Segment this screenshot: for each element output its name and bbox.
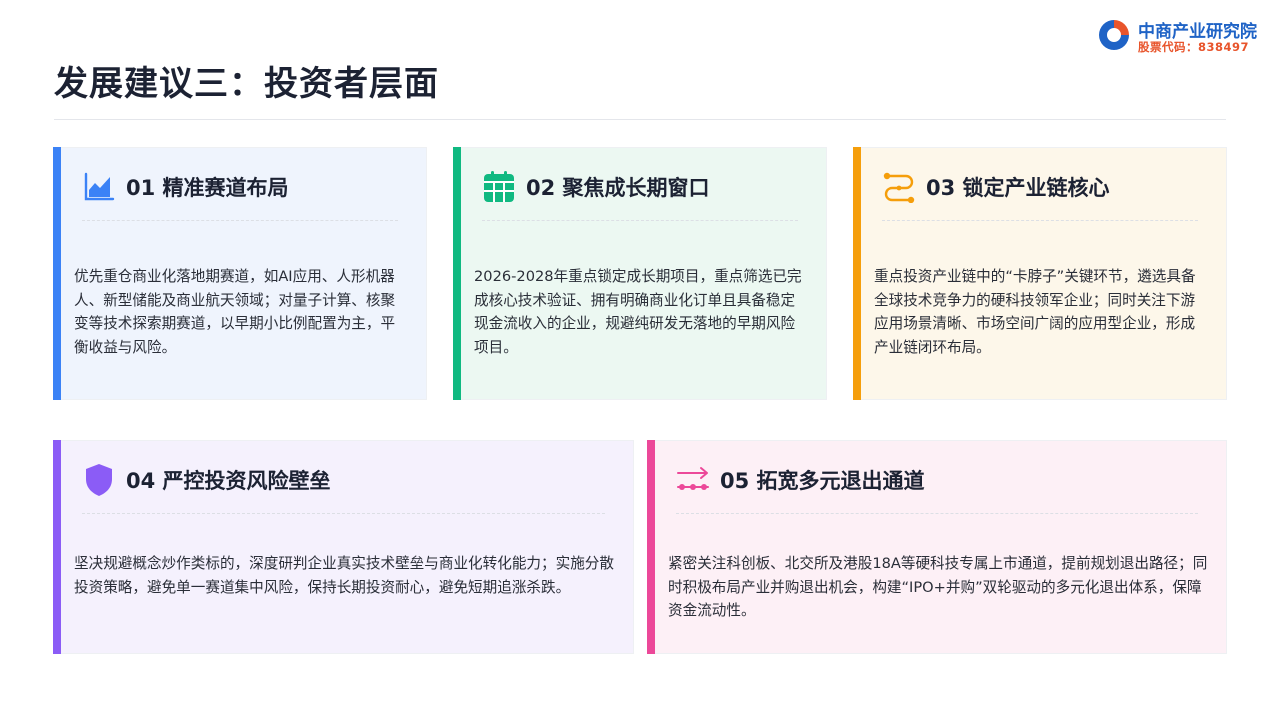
exit-arrows-icon <box>676 463 710 497</box>
suggestion-card-03: 03 锁定产业链核心 重点投资产业链中的“卡脖子”关键环节，遴选具备全球技术竞争… <box>853 147 1227 400</box>
card-body-text: 重点投资产业链中的“卡脖子”关键环节，遴选具备全球技术竞争力的硬科技领军企业；同… <box>874 268 1196 356</box>
card-header: 01 精准赛道布局 <box>82 168 289 206</box>
card-accent-bar <box>853 147 861 400</box>
card-divider <box>882 220 1198 221</box>
card-title: 02 聚焦成长期窗口 <box>526 176 710 200</box>
card-body-text: 2026-2028年重点锁定成长期项目，重点筛选已完成核心技术验证、拥有明确商业… <box>474 268 802 356</box>
card-header: 03 锁定产业链核心 <box>882 168 1110 206</box>
card-title: 03 锁定产业链核心 <box>926 176 1110 200</box>
calendar-icon <box>482 170 516 204</box>
company-logo: 中商产业研究院 股票代码：838497 <box>1096 15 1276 57</box>
logo-name: 中商产业研究院 <box>1138 22 1257 42</box>
suggestion-card-04: 04 严控投资风险壁垒 坚决规避概念炒作类标的，深度研判企业真实技术壁垒与商业化… <box>53 440 634 654</box>
route-icon <box>882 170 916 204</box>
card-divider <box>482 220 798 221</box>
card-title: 01 精准赛道布局 <box>126 176 289 200</box>
card-accent-bar <box>53 147 61 400</box>
logo-mark-icon <box>1099 20 1129 50</box>
card-accent-bar <box>453 147 461 400</box>
page-title: 发展建议三：投资者层面 <box>54 64 439 104</box>
card-divider <box>676 513 1198 514</box>
card-header: 05 拓宽多元退出通道 <box>676 461 925 499</box>
suggestion-card-02: 02 聚焦成长期窗口 2026-2028年重点锁定成长期项目，重点筛选已完成核心… <box>453 147 827 400</box>
logo-stock-code: 股票代码：838497 <box>1138 40 1250 54</box>
card-title: 04 严控投资风险壁垒 <box>126 469 331 493</box>
card-divider <box>82 513 605 514</box>
shield-icon <box>82 463 116 497</box>
card-accent-bar <box>53 440 61 654</box>
card-header: 02 聚焦成长期窗口 <box>482 168 710 206</box>
area-chart-icon <box>82 170 116 204</box>
card-header: 04 严控投资风险壁垒 <box>82 461 331 499</box>
card-accent-bar <box>647 440 655 654</box>
suggestion-card-01: 01 精准赛道布局 优先重仓商业化落地期赛道，如AI应用、人形机器人、新型储能及… <box>53 147 427 400</box>
card-body-text: 优先重仓商业化落地期赛道，如AI应用、人形机器人、新型储能及商业航天领域；对量子… <box>74 268 396 356</box>
card-title: 05 拓宽多元退出通道 <box>720 469 925 493</box>
card-divider <box>82 220 398 221</box>
suggestion-card-05: 05 拓宽多元退出通道 紧密关注科创板、北交所及港股18A等硬科技专属上市通道，… <box>647 440 1227 654</box>
title-divider <box>54 119 1226 120</box>
card-body-text: 紧密关注科创板、北交所及港股18A等硬科技专属上市通道，提前规划退出路径；同时积… <box>668 555 1208 619</box>
card-body-text: 坚决规避概念炒作类标的，深度研判企业真实技术壁垒与商业化转化能力；实施分散投资策… <box>74 555 614 596</box>
